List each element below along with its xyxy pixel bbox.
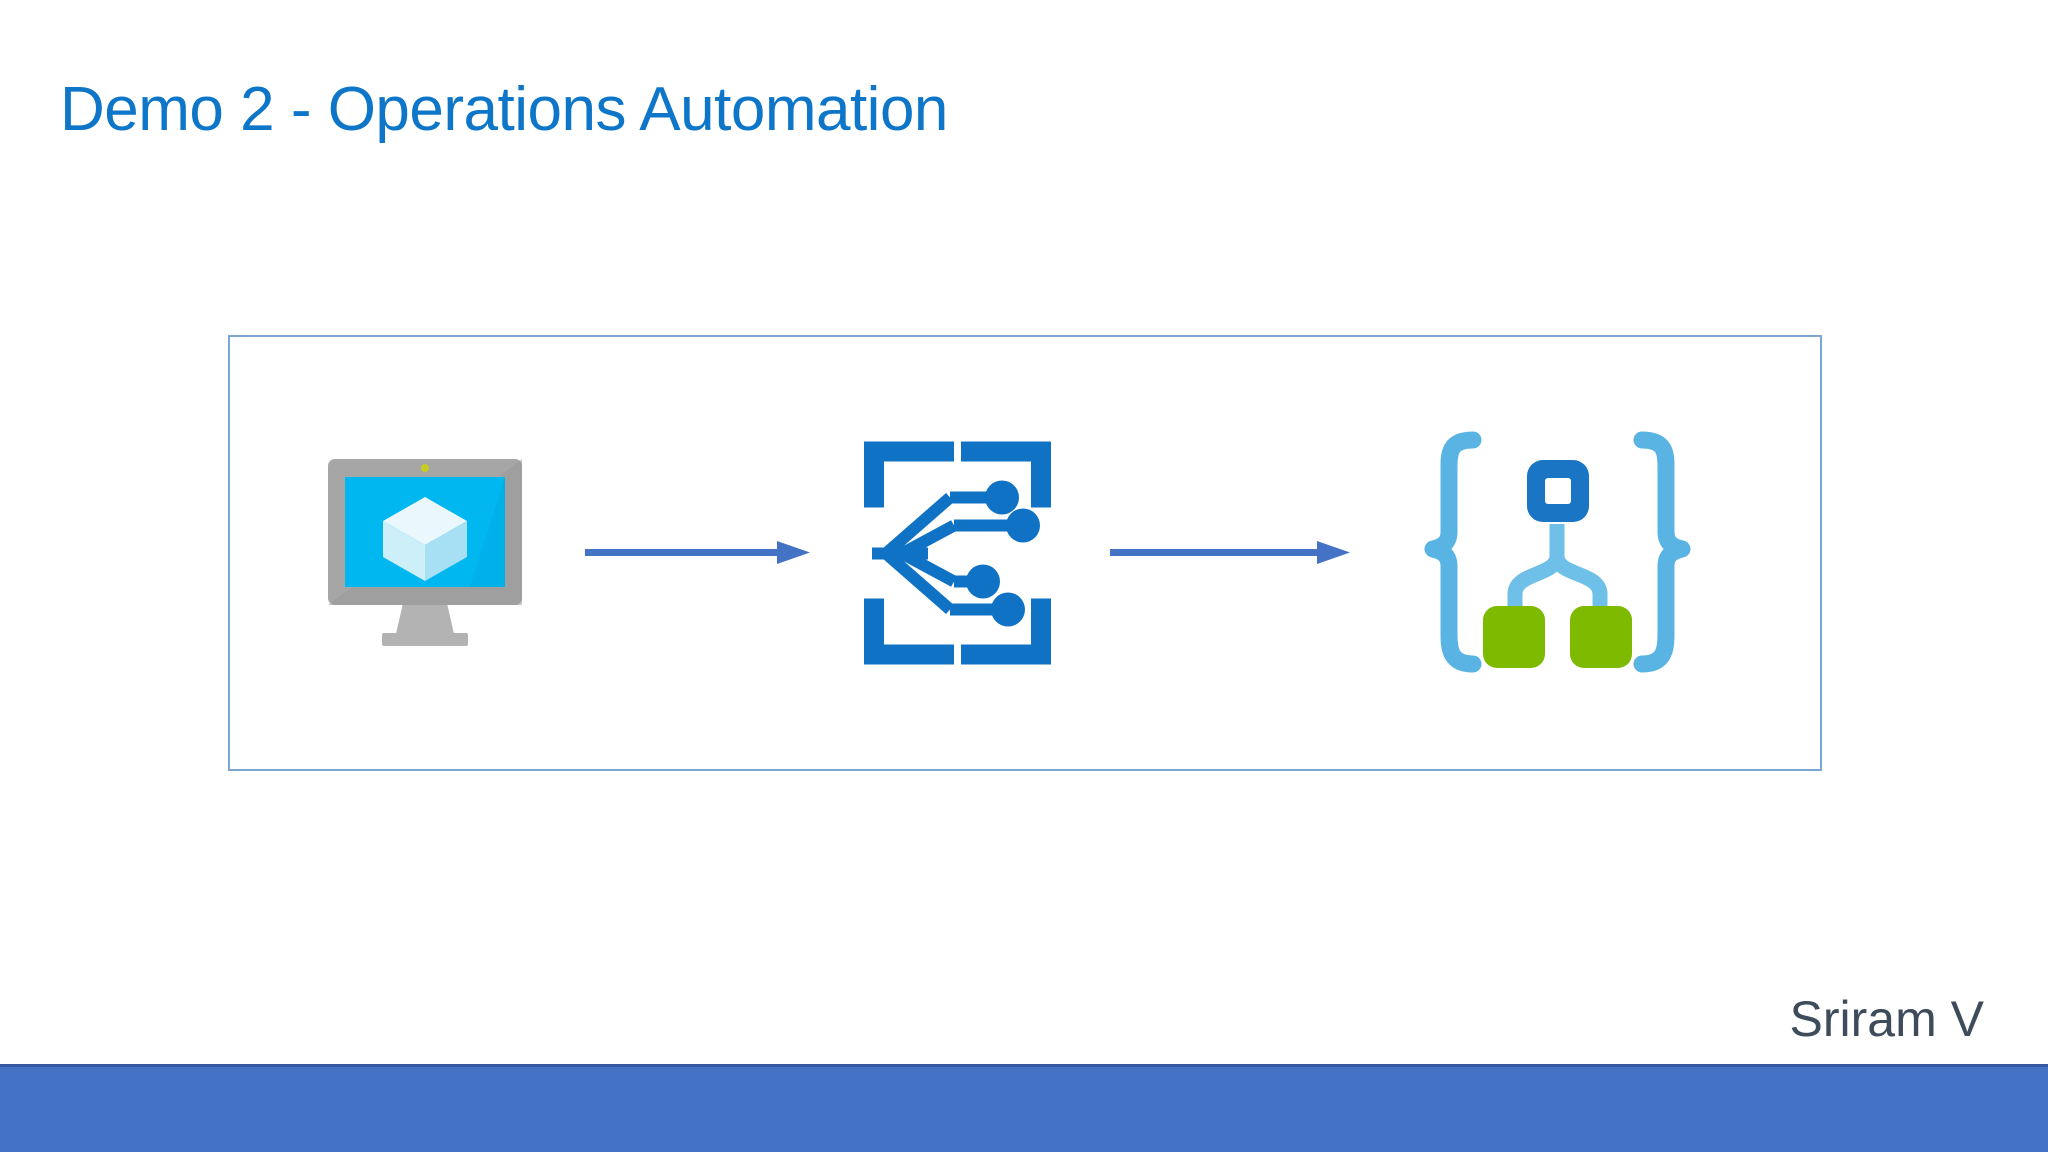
monitor-vm-icon xyxy=(320,453,530,653)
page-title: Demo 2 - Operations Automation xyxy=(60,75,948,144)
diagram-container xyxy=(228,335,1822,771)
flow-row xyxy=(230,337,1820,769)
arrow-right-icon xyxy=(585,533,810,573)
logic-app-braces-icon xyxy=(1415,428,1700,678)
footer-accent-bar xyxy=(0,1064,2048,1152)
arrow-right-icon xyxy=(1110,533,1350,573)
author-label: Sriram V xyxy=(1789,991,1984,1047)
automation-circuit-icon xyxy=(850,436,1065,671)
